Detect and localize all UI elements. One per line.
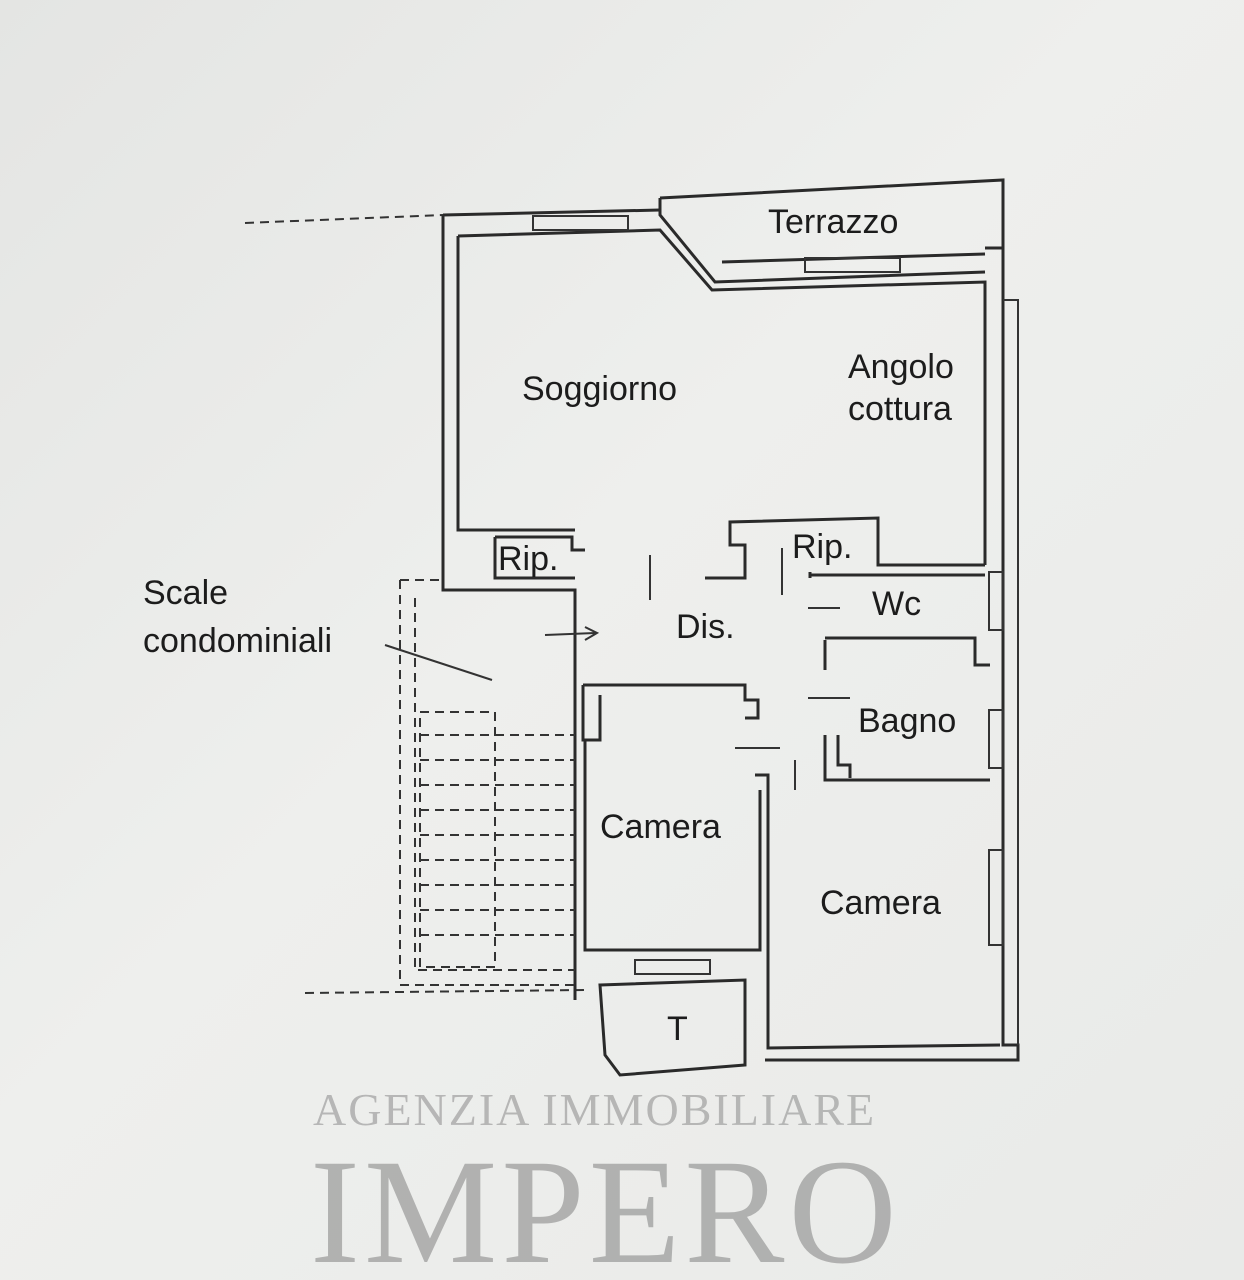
room-label-dis: Dis. <box>676 608 735 646</box>
room-label-terrazzo: Terrazzo <box>768 203 898 241</box>
room-label-cottura: cottura <box>848 390 952 428</box>
wall-left-inner <box>456 236 575 532</box>
stairwell-dashed <box>399 579 575 986</box>
room-label-wc: Wc <box>872 585 921 623</box>
room-label-t: T <box>667 1010 688 1048</box>
camera-right-walls <box>755 773 1001 1050</box>
rip-left-walls <box>493 535 585 580</box>
terrazzo-outline <box>659 178 1005 250</box>
entrance-arrow-icon <box>544 626 600 641</box>
wc-top-wall <box>808 572 985 578</box>
wall-right-outer <box>1003 299 1019 1045</box>
watermark-agency: AGENZIA IMMOBILIARE <box>313 1084 876 1135</box>
room-label-rip-right: Rip. <box>792 528 852 566</box>
scale-leader-line <box>384 644 493 681</box>
window <box>804 257 901 273</box>
window <box>988 849 1004 946</box>
wall-living-inner <box>457 228 987 565</box>
rip-right-walls <box>705 516 985 580</box>
room-label-bagno: Bagno <box>858 702 956 740</box>
boundary-dashed-line <box>244 214 444 224</box>
wall-left <box>441 215 577 1000</box>
window <box>634 959 711 975</box>
room-label-soggiorno: Soggiorno <box>522 370 677 408</box>
terrazzo-rail <box>658 198 986 284</box>
window <box>988 571 1004 631</box>
label-scale: Scale <box>143 574 228 612</box>
room-label-camera-left: Camera <box>600 808 721 846</box>
wall-top <box>442 208 661 217</box>
room-label-angolo: Angolo <box>848 348 954 386</box>
t-room-walls <box>598 978 747 1077</box>
room-label-rip-left: Rip. <box>498 540 558 578</box>
wc-bagno-wall <box>823 636 990 670</box>
camera-left-walls <box>581 683 762 952</box>
room-label-camera-right: Camera <box>820 884 941 922</box>
window <box>988 709 1004 769</box>
label-condominiali: condominiali <box>143 622 332 660</box>
boundary-dashed-line <box>304 989 586 994</box>
window <box>532 215 629 231</box>
stair-steps <box>419 711 575 968</box>
bagno-bottom-wall <box>823 735 990 782</box>
watermark-impero: IMPERO <box>310 1129 901 1280</box>
